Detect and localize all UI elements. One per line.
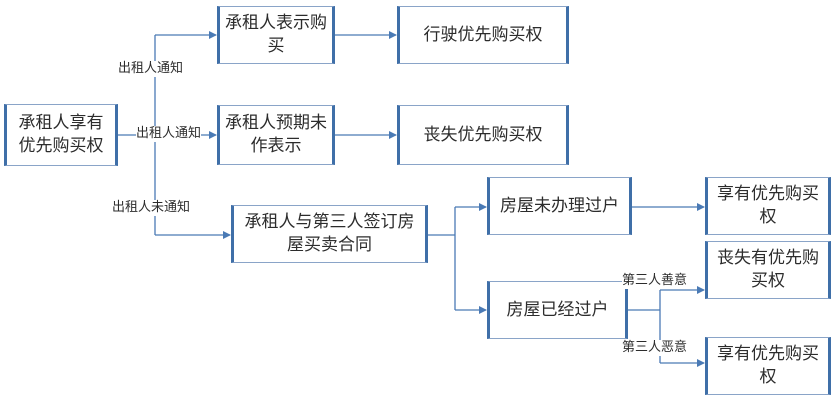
node-notify-none: 承租人预期未作表示	[217, 105, 335, 165]
node-notify-buy: 承租人表示购买	[217, 6, 335, 64]
edge-label-bad-faith: 第三人恶意	[622, 340, 688, 356]
node-keep2: 享有优先购买权	[705, 337, 831, 395]
edge-label-good-faith: 第三人善意	[622, 273, 688, 289]
edge-label-not-notified: 出租人未通知	[112, 200, 191, 216]
node-root: 承租人享有优先购买权	[4, 104, 118, 166]
node-sign-sale: 承租人与第三人签订房屋买卖合同	[231, 205, 428, 263]
node-exercise: 行驶优先购买权	[397, 6, 569, 64]
node-not-transferred: 房屋未办理过户	[487, 177, 632, 235]
node-keep1: 享有优先购买权	[705, 177, 831, 235]
node-transferred: 房屋已经过户	[487, 281, 628, 339]
node-lose2: 丧失有优先购买权	[705, 241, 831, 299]
edge-label-notified-top: 出租人通知	[118, 61, 184, 77]
node-lose1: 丧失优先购买权	[397, 105, 569, 165]
edge-label-notified-mid: 出租人通知	[136, 126, 202, 142]
